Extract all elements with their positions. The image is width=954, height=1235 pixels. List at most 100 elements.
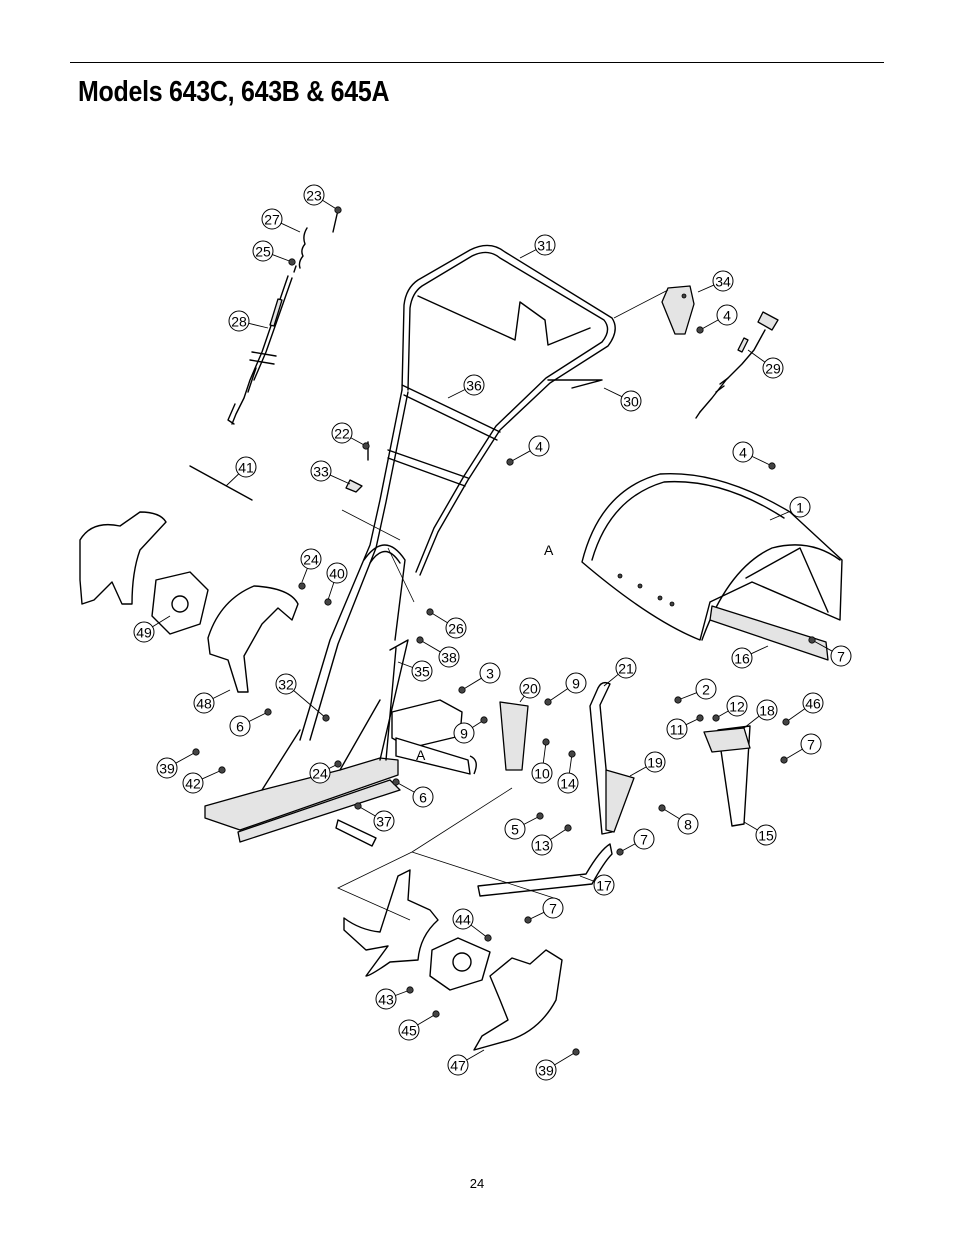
callout-44: 44 (452, 908, 474, 930)
leader-line-39 (175, 751, 197, 764)
reference-letter-a-frame: A (416, 747, 426, 763)
callout-number: 14 (560, 776, 576, 792)
hardware-dot (524, 916, 532, 924)
callout-number: 40 (329, 566, 345, 582)
callout-number: 7 (640, 832, 648, 848)
callout-circle (519, 677, 541, 699)
callout-10: 10 (531, 762, 553, 784)
hardware-dot (298, 582, 306, 590)
callout-21: 21 (615, 657, 637, 679)
callout-number: 41 (238, 460, 254, 476)
leader-line-4 (509, 450, 531, 463)
callout-number: 24 (303, 552, 319, 568)
hardware-dot (392, 778, 400, 786)
callout-number: 6 (236, 719, 244, 735)
callout-number: 7 (549, 901, 557, 917)
callout-number: 6 (419, 790, 427, 806)
hardware-dot (218, 766, 226, 774)
callout-circle (593, 874, 615, 896)
leader-line-46 (785, 708, 806, 723)
callout-9: 9 (565, 672, 587, 694)
hardware-dot (536, 812, 544, 820)
callout-number: 32 (278, 677, 294, 693)
callout-number: 5 (511, 822, 519, 838)
leader-line-47 (466, 1049, 485, 1061)
drag-bar-assembly (703, 725, 751, 827)
hardware-dot (780, 756, 788, 764)
leader-line-16 (750, 645, 769, 655)
leader-line-19 (629, 766, 647, 777)
page-title: Models 643C, 643B & 645A (78, 76, 390, 108)
rod-41 (189, 465, 253, 501)
callout-38: 38 (438, 646, 460, 668)
callout-number: 27 (264, 212, 280, 228)
leader-line-1 (769, 510, 792, 521)
leader-line-35 (397, 661, 413, 668)
callout-16: 16 (731, 647, 753, 669)
hardware-dot (416, 636, 424, 644)
callout-number: 24 (312, 766, 328, 782)
callout-number: 2 (702, 682, 710, 698)
callout-circle (193, 692, 215, 714)
callout-circle (712, 270, 734, 292)
page-number: 24 (469, 1176, 485, 1191)
callout-15: 15 (755, 824, 777, 846)
callout-number: 4 (739, 445, 747, 461)
callout-39: 39 (156, 757, 178, 779)
callout-7: 7 (830, 645, 852, 667)
callout-number: 48 (196, 696, 212, 712)
leader-line-15 (743, 821, 758, 831)
leader-line-36 (447, 389, 466, 399)
callout-number: 43 (378, 992, 394, 1008)
callout-48: 48 (193, 692, 215, 714)
hardware-dot (542, 738, 550, 746)
hardware-dot (506, 458, 514, 466)
leader-line-20 (519, 695, 525, 703)
alignment-lines (337, 289, 669, 921)
callout-circle (447, 1054, 469, 1076)
callout-number: 26 (448, 621, 464, 637)
callout-number: 23 (306, 188, 322, 204)
callout-19: 19 (644, 751, 666, 773)
callout-40: 40 (326, 562, 348, 584)
callout-6: 6 (412, 786, 434, 808)
callout-circle (644, 751, 666, 773)
callout-number: 37 (376, 814, 392, 830)
callout-circle (732, 441, 754, 463)
callout-circle (615, 657, 637, 679)
hardware-dot (696, 714, 704, 722)
hardware-dot (334, 206, 342, 214)
callout-number: 4 (535, 439, 543, 455)
leader-line-18 (743, 715, 760, 729)
callout-33: 33 (310, 460, 332, 482)
cable-29 (695, 311, 779, 419)
callout-30: 30 (620, 390, 642, 412)
callout-27: 27 (261, 208, 283, 230)
reference-letter-a-shield: A (544, 542, 554, 558)
leader-line-38 (419, 639, 441, 653)
flap-16 (709, 605, 829, 661)
callout-11: 11 (666, 718, 688, 740)
leader-line-29 (747, 349, 766, 363)
callout-number: 19 (647, 755, 663, 771)
callout-4: 4 (528, 435, 550, 457)
callout-39: 39 (535, 1059, 557, 1081)
leader-line-17 (579, 875, 595, 882)
callout-circle (531, 762, 553, 784)
callout-circle (228, 310, 250, 332)
callout-circle (789, 496, 811, 518)
callout-number: 33 (313, 464, 329, 480)
hardware-dot (354, 802, 362, 810)
callout-circle (802, 692, 824, 714)
callout-circle (535, 1059, 557, 1081)
callout-number: 3 (486, 666, 494, 682)
callout-circle (830, 645, 852, 667)
callout-number: 4 (723, 308, 731, 324)
callout-22: 22 (331, 422, 353, 444)
hardware-dot (322, 714, 330, 722)
callout-circle (633, 828, 655, 850)
callout-23: 23 (303, 184, 325, 206)
callout-leaders (152, 199, 833, 1066)
callout-6: 6 (229, 715, 251, 737)
